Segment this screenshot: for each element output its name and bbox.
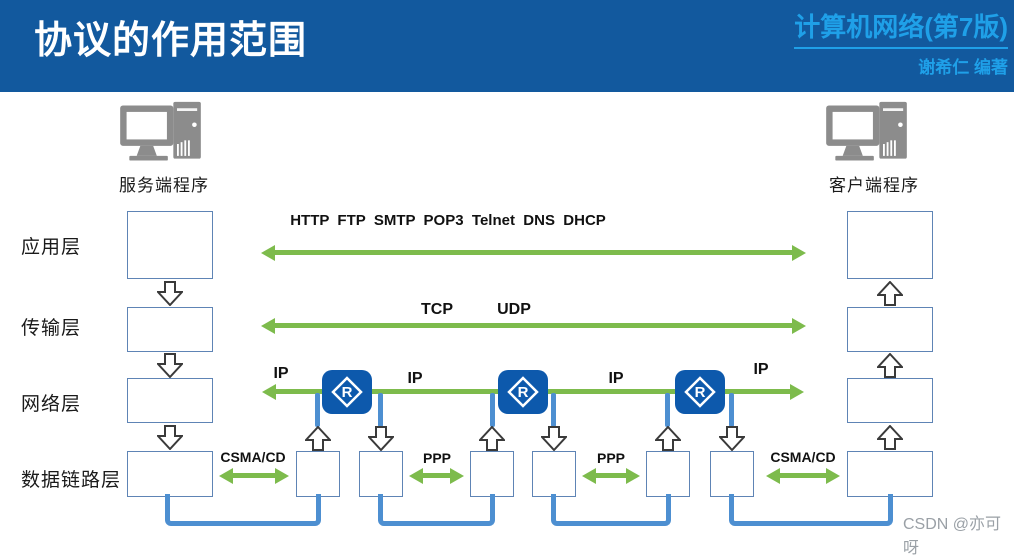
link-label: PPP [596, 450, 626, 466]
client-transport-box [847, 307, 933, 352]
router-link-line [490, 393, 495, 427]
lan-connector [729, 494, 893, 526]
app-protocols-label: HTTP FTP SMTP POP3 Telnet DNS DHCP [290, 212, 606, 229]
ip-label: IP [608, 370, 624, 387]
link-label: CSMA/CD [770, 449, 836, 465]
up-arrow-icon [877, 281, 903, 306]
down-arrow-icon [157, 425, 183, 450]
layer-label-datalink: 数据链路层 [21, 470, 122, 491]
ip-label: IP [273, 365, 289, 382]
client-application-box [847, 211, 933, 279]
title-banner [0, 0, 1014, 92]
router-link-line [729, 393, 734, 427]
server-application-box [127, 211, 213, 279]
down-arrow-icon [719, 426, 745, 451]
link-scope-arrow [409, 468, 464, 484]
down-arrow-icon [157, 281, 183, 306]
link-label: CSMA/CD [220, 449, 286, 465]
router-interface-box [296, 451, 340, 497]
down-arrow-icon [541, 426, 567, 451]
lan-connector [378, 494, 495, 526]
layer-label-network: 网络层 [21, 394, 82, 415]
ip-label: IP [407, 370, 423, 387]
router-interface-box [646, 451, 690, 497]
book-title-underline [794, 47, 1008, 49]
book-author: 谢希仁 编著 [918, 58, 1008, 77]
link-label: PPP [422, 450, 452, 466]
udp-label: UDP [497, 301, 531, 318]
router-link-line [378, 393, 383, 427]
router-icon [675, 370, 725, 414]
up-arrow-icon [305, 426, 331, 451]
ip-label: IP [753, 361, 769, 378]
link-scope-arrow [582, 468, 640, 484]
lan-connector [165, 494, 321, 526]
down-arrow-icon [157, 353, 183, 378]
router-link-line [665, 393, 670, 427]
layer-label-application: 应用层 [21, 237, 82, 258]
router-interface-box [359, 451, 403, 497]
router-icon [498, 370, 548, 414]
client-label: 客户端程序 [829, 176, 919, 195]
page-title: 协议的作用范围 [34, 20, 308, 62]
application-scope-arrow [261, 245, 806, 261]
client-network-box [847, 378, 933, 423]
up-arrow-icon [877, 353, 903, 378]
router-icon [322, 370, 372, 414]
tcp-label: TCP [421, 301, 453, 318]
server-datalink-box [127, 451, 213, 497]
up-arrow-icon [479, 426, 505, 451]
down-arrow-icon [368, 426, 394, 451]
router-link-line [315, 393, 320, 427]
up-arrow-icon [655, 426, 681, 451]
server-computer-icon [120, 100, 212, 166]
server-network-box [127, 378, 213, 423]
link-scope-arrow [219, 468, 289, 484]
server-label: 服务端程序 [119, 176, 209, 195]
book-info: 计算机网络(第7版) 谢希仁 编著 [794, 7, 1008, 78]
router-interface-box [710, 451, 754, 497]
router-interface-box [532, 451, 576, 497]
router-link-line [551, 393, 556, 427]
link-scope-arrow [766, 468, 840, 484]
router-interface-box [470, 451, 514, 497]
up-arrow-icon [877, 425, 903, 450]
client-datalink-box [847, 451, 933, 497]
watermark: CSDN @亦可呀 [903, 516, 1002, 557]
layer-label-transport: 传输层 [21, 318, 82, 339]
client-computer-icon [826, 100, 918, 166]
server-transport-box [127, 307, 213, 352]
lan-connector [551, 494, 671, 526]
transport-scope-arrow [261, 318, 806, 334]
book-title: 计算机网络(第7版) [794, 12, 1008, 42]
